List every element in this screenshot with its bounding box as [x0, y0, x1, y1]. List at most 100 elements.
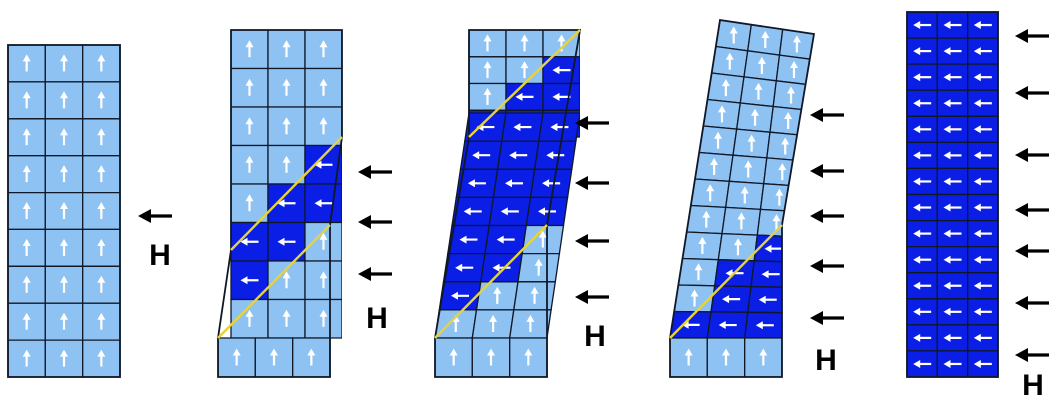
lattice-cell: [936, 37, 969, 65]
lattice-cell: [906, 219, 938, 248]
moment-up-arrow: [245, 78, 254, 96]
moment-left-arrow: [973, 125, 992, 134]
lattice-cell: [936, 115, 969, 144]
lattice-cell: [267, 30, 306, 70]
moment-left-arrow: [943, 229, 962, 238]
field-arrow: [575, 116, 609, 130]
lattice-cell: [254, 337, 294, 377]
domain-wall-line: [230, 136, 343, 251]
moment-left-arrow: [550, 123, 569, 132]
panel-4: [669, 18, 816, 378]
lattice-cell: [743, 50, 781, 82]
lattice-cell: [967, 193, 999, 222]
lattice-cell: [936, 298, 969, 326]
lattice-cell: [743, 311, 786, 339]
moment-up-arrow: [319, 271, 328, 289]
lattice-cell: [706, 337, 746, 377]
moment-up-arrow: [721, 79, 730, 97]
lattice-cell: [735, 102, 774, 133]
moment-up-arrow: [538, 230, 547, 248]
lattice-cell: [505, 30, 544, 58]
lattice-cell: [936, 193, 969, 222]
lattice-cell: [529, 168, 573, 199]
moment-left-arrow: [913, 360, 932, 368]
field-arrow: [575, 234, 609, 248]
moment-left-arrow: [913, 99, 932, 108]
moment-up-arrow: [694, 263, 703, 281]
moment-up-arrow: [22, 349, 31, 367]
moment-up-arrow: [734, 238, 742, 256]
panel-2: [217, 29, 343, 378]
field-arrow: [1015, 148, 1049, 162]
lattice-cell: [44, 228, 84, 267]
domain-wall-line: [468, 29, 581, 138]
moment-left-arrow: [472, 151, 491, 160]
lattice-cell: [906, 324, 938, 352]
moment-left-arrow: [515, 92, 534, 101]
moment-up-arrow: [60, 91, 68, 109]
moment-up-arrow: [729, 26, 738, 44]
moment-up-arrow: [60, 275, 68, 293]
lattice-cell: [484, 224, 528, 255]
lattice-cell: [82, 118, 121, 157]
lattice-cell: [44, 339, 84, 378]
lattice-cell: [906, 350, 938, 378]
lattice-cell: [906, 272, 938, 300]
lattice-cell: [967, 63, 999, 91]
moment-up-arrow: [751, 108, 759, 126]
moment-up-arrow: [319, 117, 328, 135]
moment-left-arrow: [913, 21, 932, 29]
moment-up-arrow: [526, 314, 535, 332]
lattice-cell: [762, 157, 802, 187]
moment-left-arrow: [505, 179, 524, 188]
moment-left-arrow: [552, 66, 571, 75]
lattice-cell: [464, 112, 507, 142]
lattice-cell: [517, 252, 561, 283]
domain-wall-line: [434, 224, 548, 339]
lattice-cell: [267, 183, 306, 224]
field-arrow: [358, 215, 392, 229]
moment-left-arrow: [459, 235, 478, 244]
moment-up-arrow: [759, 348, 768, 366]
lattice-cell: [769, 105, 807, 137]
moment-up-arrow: [282, 78, 291, 96]
moment-up-arrow: [60, 349, 68, 367]
moment-up-arrow: [710, 158, 719, 176]
field-arrow: [1015, 29, 1049, 43]
lattice-cell: [936, 167, 969, 196]
field-arrow: [358, 165, 392, 179]
moment-up-arrow: [520, 61, 529, 79]
lattice-cell: [304, 298, 342, 339]
lattice-cell: [906, 141, 938, 170]
moment-up-arrow: [60, 312, 68, 330]
moment-up-arrow: [784, 112, 793, 130]
moment-up-arrow: [245, 117, 254, 135]
moment-left-arrow: [973, 21, 992, 29]
lattice-cell: [698, 125, 738, 156]
lattice-cell: [967, 11, 999, 39]
moment-up-arrow: [60, 202, 68, 219]
lattice-cell: [44, 265, 84, 304]
lattice-cell: [936, 63, 969, 91]
lattice-cell: [702, 98, 742, 130]
lattice-cell: [967, 167, 999, 196]
moment-up-arrow: [60, 128, 68, 146]
moment-up-arrow: [97, 312, 106, 330]
moment-up-arrow: [757, 56, 766, 74]
moment-up-arrow: [282, 271, 291, 289]
lattice-cell: [304, 30, 342, 70]
lattice-cell: [670, 310, 712, 339]
moment-up-arrow: [534, 258, 543, 276]
moment-up-arrow: [97, 275, 106, 293]
lattice-cell: [967, 115, 999, 144]
lattice-cell: [967, 298, 999, 326]
lattice-cell: [766, 131, 805, 162]
lattice-cell: [967, 89, 999, 117]
lattice-cell: [267, 144, 306, 185]
moment-left-arrow: [943, 47, 962, 56]
moment-left-arrow: [913, 281, 932, 290]
lattice-cell: [936, 272, 969, 300]
moment-left-arrow: [913, 203, 932, 212]
lattice-cell: [906, 63, 938, 91]
